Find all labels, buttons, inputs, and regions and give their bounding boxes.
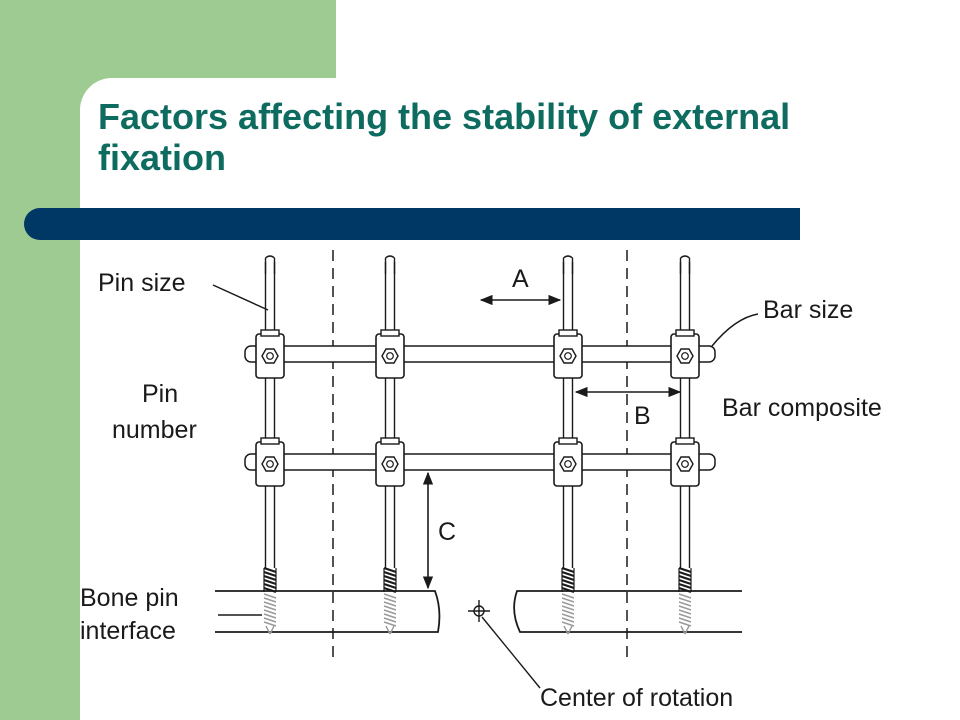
pin-number-label-line1: Pin — [142, 380, 178, 408]
bar-size-label: Bar size — [763, 296, 853, 324]
diagram-labels: Pin size Pin number Bar size Bar composi… — [80, 265, 882, 712]
leader-lines — [212, 284, 759, 616]
dimension-a-label: A — [512, 265, 529, 293]
external-fixator-diagram: Pin size Pin number Bar size Bar composi… — [80, 250, 882, 712]
title-underline-bar — [24, 208, 800, 240]
center-of-rotation-marker — [468, 600, 541, 689]
content-card — [80, 78, 960, 720]
dimension-b-label: B — [634, 402, 651, 430]
bone-segments — [215, 590, 742, 633]
pin-number-label-line2: number — [112, 416, 197, 444]
connecting-bars — [244, 345, 716, 471]
center-of-rotation-label: Center of rotation — [540, 684, 733, 712]
pin-size-label: Pin size — [98, 269, 186, 297]
bone-pin-label-line1: Bone pin — [80, 584, 179, 612]
fixation-pins — [264, 262, 691, 568]
bar-composite-label: Bar composite — [722, 394, 882, 422]
slide-title: Factors affecting the stability of exter… — [98, 96, 791, 178]
dimension-arrows — [422, 294, 682, 590]
dimension-c-label: C — [438, 518, 456, 546]
bone-pin-label-line2: interface — [80, 617, 176, 645]
